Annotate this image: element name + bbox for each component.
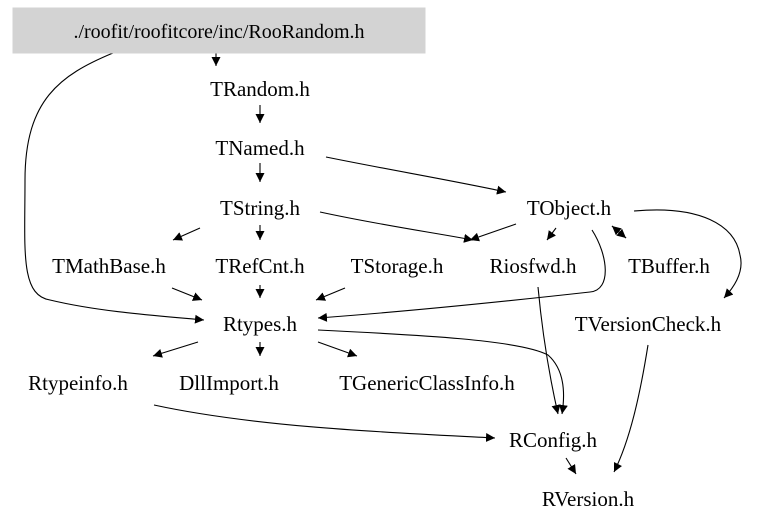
edge-rtypes-to-tgenericclassinfo [317,341,358,358]
edge-tstring-to-tmathbase [172,227,201,241]
graph-node-riosfwd[interactable]: Riosfwd.h [490,254,577,278]
graph-node-trefcnt[interactable]: TRefCnt.h [215,254,305,278]
edge-tobject-to-tstorage [546,227,557,241]
graph-node-rtypes[interactable]: Rtypes.h [223,312,298,336]
graph-node-tbuffer[interactable]: TBuffer.h [628,254,710,278]
edge-tobject-to-riosfwd [469,223,517,242]
edge-rconfig-to-rversion [565,457,577,475]
edge-rtypeinfo-to-rconfig [153,404,496,443]
edge-rooRandom-to-rtypes [24,52,205,324]
edge-tnamed-to-tobject [325,156,507,195]
edge-riosfwd-to-rconfig [537,286,561,415]
edge-tversioncheck-to-rversion [613,344,649,473]
edge-rtypes-to-rconfig [317,329,568,415]
graph-node-tobject[interactable]: TObject.h [527,196,612,220]
edge-rtypes-to-rtypeinfo [152,341,199,358]
graph-node-tstorage[interactable]: TStorage.h [351,254,444,278]
graph-node-tversioncheck[interactable]: TVersionCheck.h [575,312,722,336]
edge-tmathbase-to-rtypes [171,287,203,301]
graph-edges [24,52,742,475]
graph-node-trandom[interactable]: TRandom.h [210,77,310,101]
graph-node-tnamed[interactable]: TNamed.h [215,136,305,160]
graph-node-tstring[interactable]: TString.h [220,196,300,220]
graph-node-dllimport[interactable]: DllImport.h [179,371,279,395]
graph-node-tgenericclassinfo[interactable]: TGenericClassInfo.h [339,371,515,395]
graph-node-rtypeinfo[interactable]: Rtypeinfo.h [28,371,128,395]
root-node-highlight [12,7,426,54]
graph-node-rconfig[interactable]: RConfig.h [509,428,598,452]
graph-node-tmathbase[interactable]: TMathBase.h [52,254,166,278]
edge-tbuffer-to-tobject [611,225,627,239]
graph-nodes: ./roofit/roofitcore/inc/RooRandom.h TRan… [12,7,722,511]
root-node-label: ./roofit/roofitcore/inc/RooRandom.h [73,21,364,43]
edge-tstring-to-riosfwd [319,211,474,243]
graph-node-root[interactable]: ./roofit/roofitcore/inc/RooRandom.h [12,7,426,54]
edge-tstorage-to-rtypes [315,287,346,301]
graph-node-rversion[interactable]: RVersion.h [542,487,635,511]
edge-tobject-to-rtypes [317,229,606,322]
edge-tobject-to-tversioncheck [633,209,742,299]
